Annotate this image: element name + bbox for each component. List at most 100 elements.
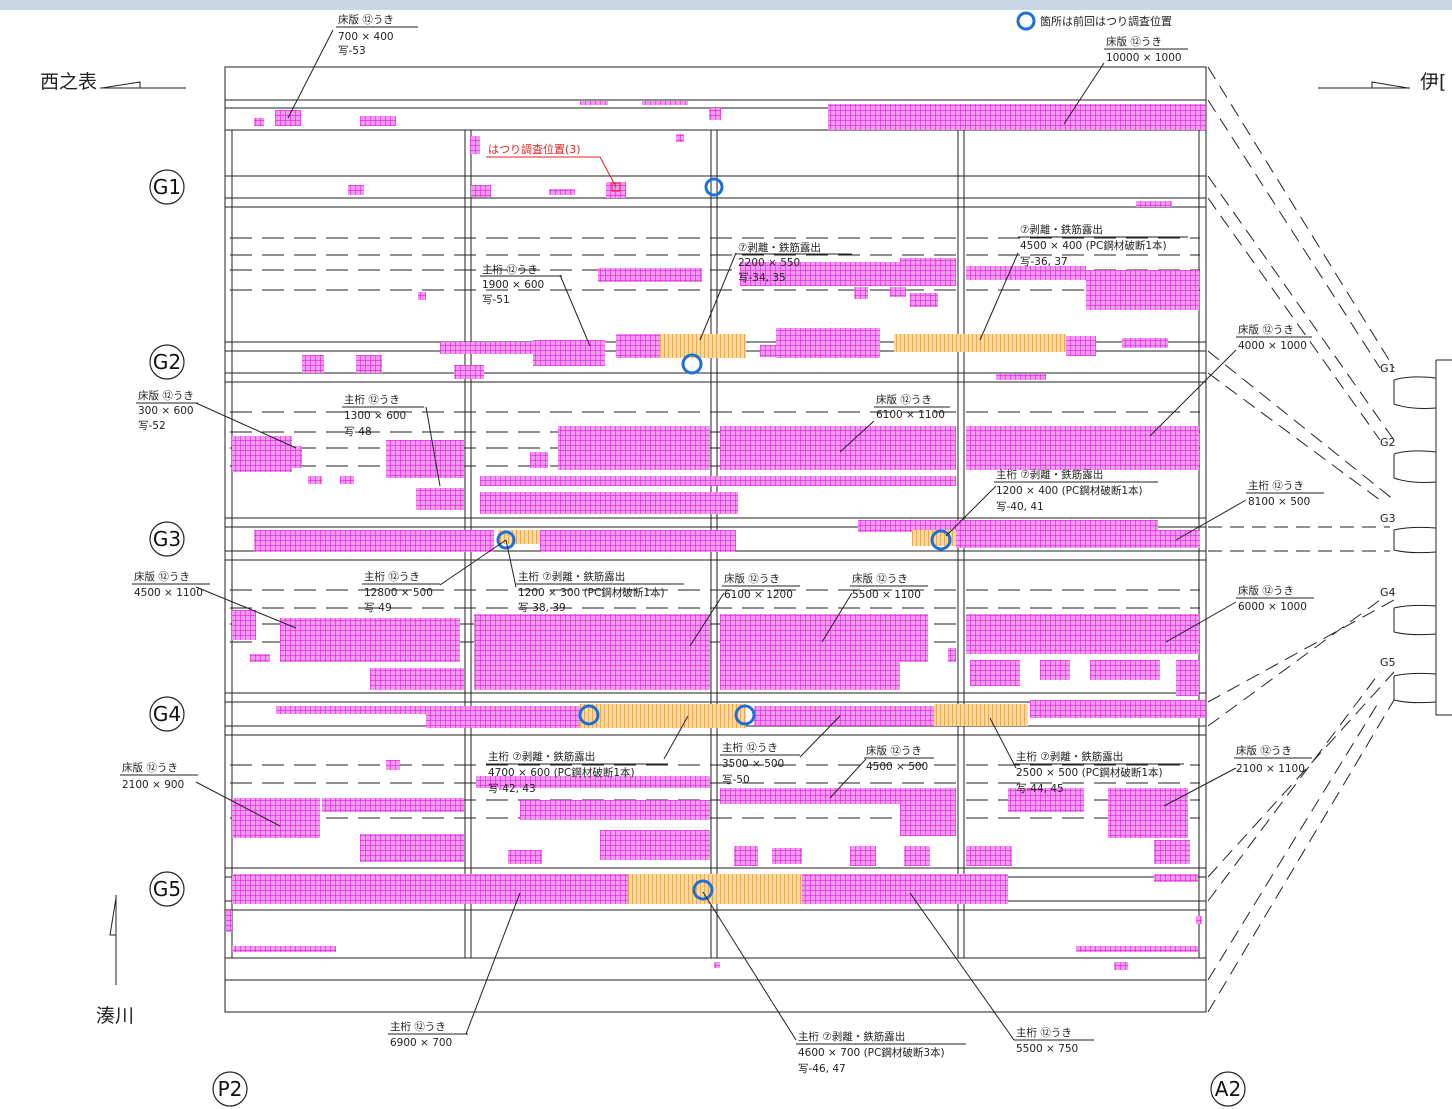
svg-text:床版 ⑫うき: 床版 ⑫うき <box>876 393 932 406</box>
svg-text:4700 × 600 (PC鋼材破断1本): 4700 × 600 (PC鋼材破断1本) <box>488 766 635 779</box>
red-investigation-note: はつり調査位置(3) <box>486 142 621 192</box>
leader-lines <box>195 29 1247 1041</box>
svg-text:写-46, 47: 写-46, 47 <box>798 1063 846 1075</box>
svg-text:5500 × 1100: 5500 × 1100 <box>852 589 921 601</box>
annotation-a12: 床版 ⑫うき 4500 × 1100 <box>132 570 210 599</box>
girder-label-g1: G1 <box>149 169 185 205</box>
annotation-a19: 主桁 ⑫うき 3500 × 500 写-50 <box>720 741 800 786</box>
svg-text:写-51: 写-51 <box>482 294 510 306</box>
svg-text:写-50: 写-50 <box>722 774 750 786</box>
annotation-a22: 床版 ⑫うき 2100 × 1100 <box>1234 744 1312 775</box>
svg-text:床版 ⑫うき: 床版 ⑫うき <box>338 13 394 26</box>
svg-text:6100 × 1200: 6100 × 1200 <box>724 589 793 601</box>
girder-label-g2: G2 <box>149 344 185 380</box>
girder-labels: G1 G2 G3 G4 G5 <box>149 169 185 907</box>
svg-text:G4: G4 <box>1380 586 1396 599</box>
annotation-a9: 床版 ⑫うき 6100 × 1100 <box>874 393 950 421</box>
svg-text:写-44, 45: 写-44, 45 <box>1016 783 1064 795</box>
svg-text:床版 ⑫うき: 床版 ⑫うき <box>852 572 908 585</box>
svg-text:主桁 ⑫うき: 主桁 ⑫うき <box>390 1020 446 1033</box>
svg-text:床版 ⑫うき: 床版 ⑫うき <box>1236 744 1292 757</box>
svg-text:A2: A2 <box>1215 1077 1241 1101</box>
svg-text:G3: G3 <box>153 527 181 551</box>
svg-text:床版 ⑫うき: 床版 ⑫うき <box>134 570 190 583</box>
svg-text:1200 × 400 (PC鋼材破断1本): 1200 × 400 (PC鋼材破断1本) <box>996 484 1143 497</box>
place-east: 伊[ <box>1420 71 1446 93</box>
svg-text:写-38, 39: 写-38, 39 <box>518 602 566 614</box>
girder-label-g3: G3 <box>149 521 185 557</box>
north-arrow-icon <box>109 895 117 985</box>
svg-text:3500 × 500: 3500 × 500 <box>722 758 784 770</box>
svg-text:写-36, 37: 写-36, 37 <box>1020 256 1068 268</box>
svg-text:床版 ⑫うき: 床版 ⑫うき <box>1238 323 1294 336</box>
svg-text:写-48: 写-48 <box>344 426 372 438</box>
girder-label-g5: G5 <box>149 871 185 907</box>
annotation-a25: 主桁 ⑦剥離・鉄筋露出 4600 × 700 (PC鋼材破断3本) 写-46, 47 <box>796 1030 966 1075</box>
svg-text:床版 ⑫うき: 床版 ⑫うき <box>138 389 194 402</box>
svg-text:6900 × 700: 6900 × 700 <box>390 1037 452 1049</box>
annotation-a3: ⑦剥離・鉄筋露出 2200 × 550 写-34, 35 <box>736 241 852 284</box>
east-arrow-icon <box>1318 81 1410 89</box>
svg-text:主桁 ⑦剥離・鉄筋露出: 主桁 ⑦剥離・鉄筋露出 <box>798 1030 905 1043</box>
svg-text:主桁 ⑫うき: 主桁 ⑫うき <box>1248 479 1304 492</box>
svg-text:4600 × 700 (PC鋼材破断3本): 4600 × 700 (PC鋼材破断3本) <box>798 1046 945 1059</box>
svg-text:写-40, 41: 写-40, 41 <box>996 501 1044 513</box>
annotation-a16: 床版 ⑫うき 5500 × 1100 <box>850 572 928 601</box>
svg-text:主桁 ⑫うき: 主桁 ⑫うき <box>1016 1026 1072 1039</box>
svg-text:はつり調査位置(3): はつり調査位置(3) <box>488 142 581 156</box>
svg-text:⑦剥離・鉄筋露出: ⑦剥離・鉄筋露出 <box>738 241 821 254</box>
svg-text:4500 × 500: 4500 × 500 <box>866 761 928 773</box>
svg-text:G5: G5 <box>1380 656 1396 669</box>
previous-investigation-circles <box>496 177 952 901</box>
legend-text: 箇所は前回はつり調査位置 <box>1040 14 1172 28</box>
svg-text:写-52: 写-52 <box>138 420 166 432</box>
svg-text:2200 × 550: 2200 × 550 <box>738 257 800 269</box>
top-bar <box>0 0 1452 10</box>
svg-text:1200 × 300 (PC鋼材破断1本): 1200 × 300 (PC鋼材破断1本) <box>518 586 665 599</box>
svg-text:写-53: 写-53 <box>338 45 366 57</box>
svg-text:床版 ⑫うき: 床版 ⑫うき <box>1106 35 1162 48</box>
annotation-a26: 主桁 ⑫うき 5500 × 750 <box>1014 1026 1094 1055</box>
svg-text:G2: G2 <box>153 350 181 374</box>
svg-text:G2: G2 <box>1380 436 1396 449</box>
legend: 箇所は前回はつり調査位置 <box>1016 11 1172 31</box>
annotation-a10: 主桁 ⑦剥離・鉄筋露出 1200 × 400 (PC鋼材破断1本) 写-40, 41 <box>994 468 1158 513</box>
svg-text:写-34, 35: 写-34, 35 <box>738 272 786 284</box>
girder-label-g4: G4 <box>149 696 185 732</box>
svg-text:5500 × 750: 5500 × 750 <box>1016 1043 1078 1055</box>
svg-text:2100 × 900: 2100 × 900 <box>122 779 184 791</box>
place-west: 西之表 <box>40 71 97 93</box>
annotation-a8: 主桁 ⑫うき 1300 × 600 写-48 <box>342 393 424 438</box>
svg-text:床版 ⑫うき: 床版 ⑫うき <box>1238 584 1294 597</box>
abutment-marker: A2 <box>1210 1071 1246 1107</box>
svg-text:6100 × 1100: 6100 × 1100 <box>876 409 945 421</box>
pier-marker: P2 <box>212 1071 248 1107</box>
svg-text:G4: G4 <box>153 702 181 726</box>
svg-text:2100 × 1100: 2100 × 1100 <box>1236 763 1305 775</box>
west-arrow-icon <box>100 81 186 89</box>
svg-text:G1: G1 <box>1380 362 1396 375</box>
svg-text:主桁 ⑦剥離・鉄筋露出: 主桁 ⑦剥離・鉄筋露出 <box>996 468 1103 481</box>
svg-text:⑦剥離・鉄筋露出: ⑦剥離・鉄筋露出 <box>1020 223 1103 236</box>
svg-text:主桁 ⑫うき: 主桁 ⑫うき <box>722 741 778 754</box>
svg-text:写-49: 写-49 <box>364 602 392 614</box>
cross-section: G1 G2 G3 G4 G5 <box>1207 66 1452 1013</box>
svg-text:4500 × 400 (PC鋼材破断1本): 4500 × 400 (PC鋼材破断1本) <box>1020 239 1167 252</box>
annotation-a24: 主桁 ⑫うき 6900 × 700 <box>388 1020 468 1049</box>
place-river: 湊川 <box>96 1005 134 1027</box>
svg-text:700 × 400: 700 × 400 <box>338 31 394 43</box>
svg-text:12800 × 500: 12800 × 500 <box>364 587 433 599</box>
svg-text:主桁 ⑦剥離・鉄筋露出: 主桁 ⑦剥離・鉄筋露出 <box>488 750 595 763</box>
svg-text:主桁 ⑫うき: 主桁 ⑫うき <box>482 263 538 276</box>
svg-text:主桁 ⑫うき: 主桁 ⑫うき <box>344 393 400 406</box>
svg-text:4500 × 1100: 4500 × 1100 <box>134 587 203 599</box>
svg-text:1300 × 600: 1300 × 600 <box>344 410 406 422</box>
